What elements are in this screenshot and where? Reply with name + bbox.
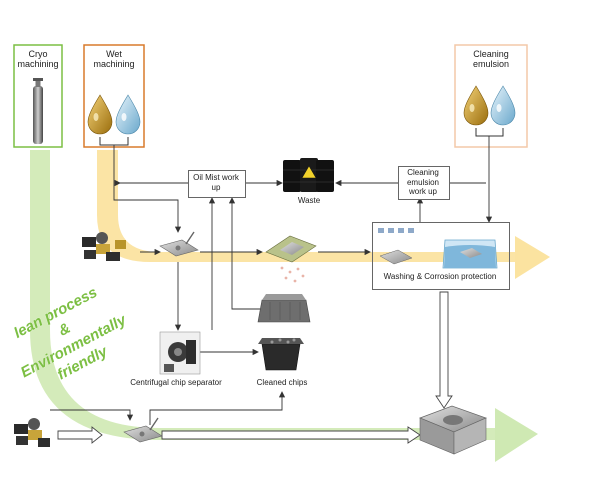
spray-nozzles-icon xyxy=(378,228,414,265)
finished-part-icon xyxy=(419,405,487,455)
machining-fixture-bottom-icon xyxy=(123,417,163,443)
chip-container-icon xyxy=(257,294,311,323)
yellow-flow-arrowhead xyxy=(515,236,550,279)
cleaning-work-up-box xyxy=(398,166,450,200)
washing-box xyxy=(372,222,510,290)
hollow-arrow-left xyxy=(57,426,103,444)
oil-mist-label: Oil Mist work up xyxy=(193,173,239,192)
cleaning-bracket xyxy=(475,128,504,137)
centrifugal-label: Centrifugal chip separator xyxy=(130,378,222,387)
cleaning-box xyxy=(454,44,528,148)
green-flow-band xyxy=(30,150,500,440)
wet-bracket xyxy=(99,137,129,146)
waste-barrels-icon xyxy=(283,158,334,192)
cryo-box xyxy=(13,44,63,148)
oil-mist-box xyxy=(188,170,246,198)
waste-label: Waste xyxy=(297,196,321,205)
cleaning-emulsion-label: Cleaning emulsion xyxy=(472,49,510,70)
wet-part-icon xyxy=(265,235,317,283)
hollow-arrow-main xyxy=(161,426,421,444)
centrifugal-machine-icon xyxy=(159,331,201,375)
hollow-arrow-down xyxy=(435,291,453,409)
cleaned-chips-label: Cleaned chips xyxy=(256,378,308,387)
washing-label: Washing & Corrosion protection xyxy=(383,272,497,281)
raw-parts-top-icon xyxy=(82,232,126,261)
cryo-label: Cryo machining xyxy=(17,49,59,70)
wet-label: Wet machining xyxy=(93,49,135,70)
chips-bin-icon xyxy=(258,338,304,371)
water-drop-icon xyxy=(115,94,141,135)
cleaning-oil-drop-icon xyxy=(463,85,489,126)
cleaning-water-drop-icon xyxy=(490,85,516,126)
yellow-flow-band xyxy=(97,150,520,262)
gas-cylinder-icon xyxy=(33,78,43,144)
oil-drop-icon xyxy=(87,94,113,135)
cleaning-work-up-label: Cleaning emulsion work up xyxy=(406,168,439,197)
raw-parts-bottom-icon xyxy=(14,418,50,447)
washing-tank-icon xyxy=(442,239,498,269)
green-flow-arrowhead xyxy=(495,408,538,462)
machining-fixture-top-icon xyxy=(159,231,199,257)
